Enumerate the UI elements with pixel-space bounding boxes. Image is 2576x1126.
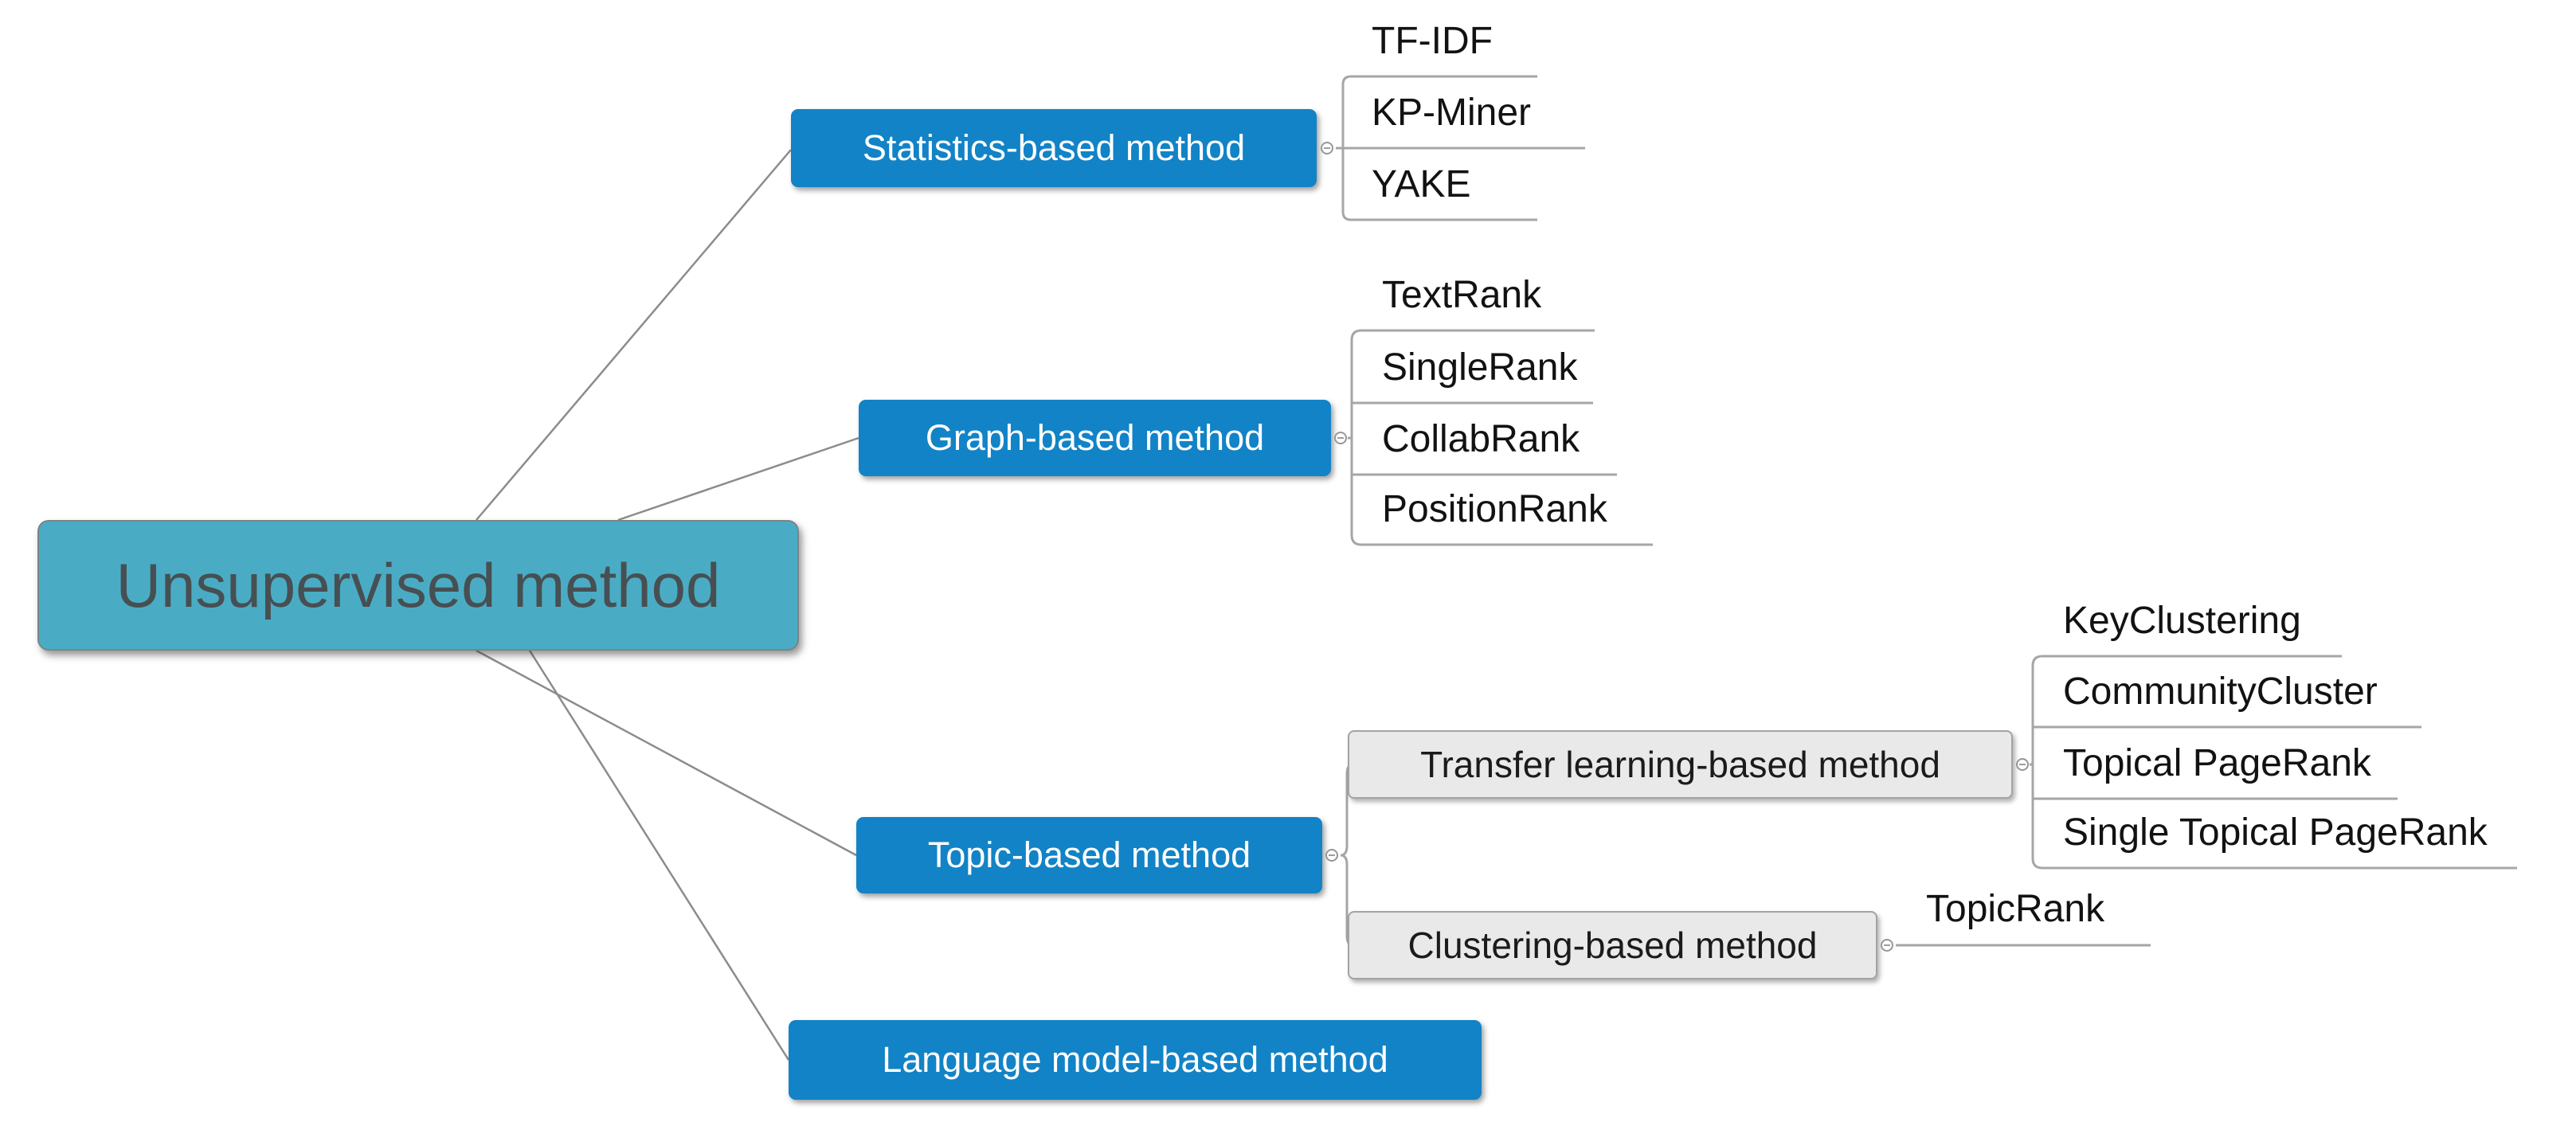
leaf-communitycluster[interactable]: CommunityCluster <box>2063 671 2378 713</box>
connector-root-topic <box>476 649 857 857</box>
topic-transfer-learning-based-method[interactable]: Transfer learning-based method <box>1348 730 2013 799</box>
connector-root-statistics <box>476 149 792 521</box>
minus-icon <box>1337 437 1344 439</box>
topic-statistics-based-method[interactable]: Statistics-based method <box>791 109 1317 187</box>
topic-topic-based-method[interactable]: Topic-based method <box>856 817 1322 893</box>
topic-transfer-learning-based-method-label: Transfer learning-based method <box>1420 744 1940 785</box>
topic-language-model-based-method-label: Language model-based method <box>882 1039 1388 1080</box>
topic-topic-based-method-label: Topic-based method <box>927 835 1251 875</box>
leaf-positionrank[interactable]: PositionRank <box>1382 488 1607 530</box>
minus-icon <box>1324 147 1330 149</box>
minus-icon <box>1884 944 1890 946</box>
bracket-transfer-bottom <box>2031 764 2517 870</box>
collapse-handle-clustering[interactable] <box>1881 939 1893 952</box>
leaf-keyclustering[interactable]: KeyClustering <box>2063 600 2301 642</box>
collapse-handle-transfer[interactable] <box>2016 758 2029 771</box>
leaf-single-topical-pagerank[interactable]: Single Topical PageRank <box>2063 811 2488 854</box>
topic-language-model-based-method[interactable]: Language model-based method <box>789 1020 1482 1100</box>
bracket-stats-top <box>1341 75 1537 148</box>
leaf-kp-miner[interactable]: KP-Miner <box>1372 92 1532 134</box>
topic-graph-based-method[interactable]: Graph-based method <box>859 400 1331 476</box>
connector-root-language <box>528 650 790 1061</box>
topic-unsupervised-method-label: Unsupervised method <box>115 549 721 620</box>
topic-clustering-based-method[interactable]: Clustering-based method <box>1348 911 1877 979</box>
collapse-handle-statistics[interactable] <box>1321 142 1333 154</box>
bracket-stats-bottom <box>1341 148 1537 221</box>
topic-clustering-based-method-label: Clustering-based method <box>1407 925 1818 966</box>
minus-icon <box>2019 764 2026 765</box>
leaf-yake[interactable]: YAKE <box>1372 163 1471 205</box>
leaf-topical-pagerank[interactable]: Topical PageRank <box>2063 742 2371 784</box>
bracket-graph-top <box>1350 329 1595 438</box>
connector-root-graph <box>617 436 859 522</box>
leaf-tf-idf[interactable]: TF-IDF <box>1372 20 1493 62</box>
bracket-graph-bottom <box>1350 438 1653 546</box>
leaf-singlerank[interactable]: SingleRank <box>1382 346 1578 389</box>
leaf-topicrank[interactable]: TopicRank <box>1926 888 2105 930</box>
topic-statistics-based-method-label: Statistics-based method <box>862 127 1246 168</box>
topic-graph-based-method-label: Graph-based method <box>925 417 1265 458</box>
bracket-transfer-top <box>2031 655 2342 764</box>
leaf-collabrank[interactable]: CollabRank <box>1382 418 1580 460</box>
minus-icon <box>1329 854 1335 856</box>
leaf-textrank[interactable]: TextRank <box>1382 274 1542 316</box>
collapse-handle-topic[interactable] <box>1325 849 1338 862</box>
collapse-handle-graph[interactable] <box>1334 432 1347 444</box>
topic-unsupervised-method[interactable]: Unsupervised method <box>37 520 799 651</box>
